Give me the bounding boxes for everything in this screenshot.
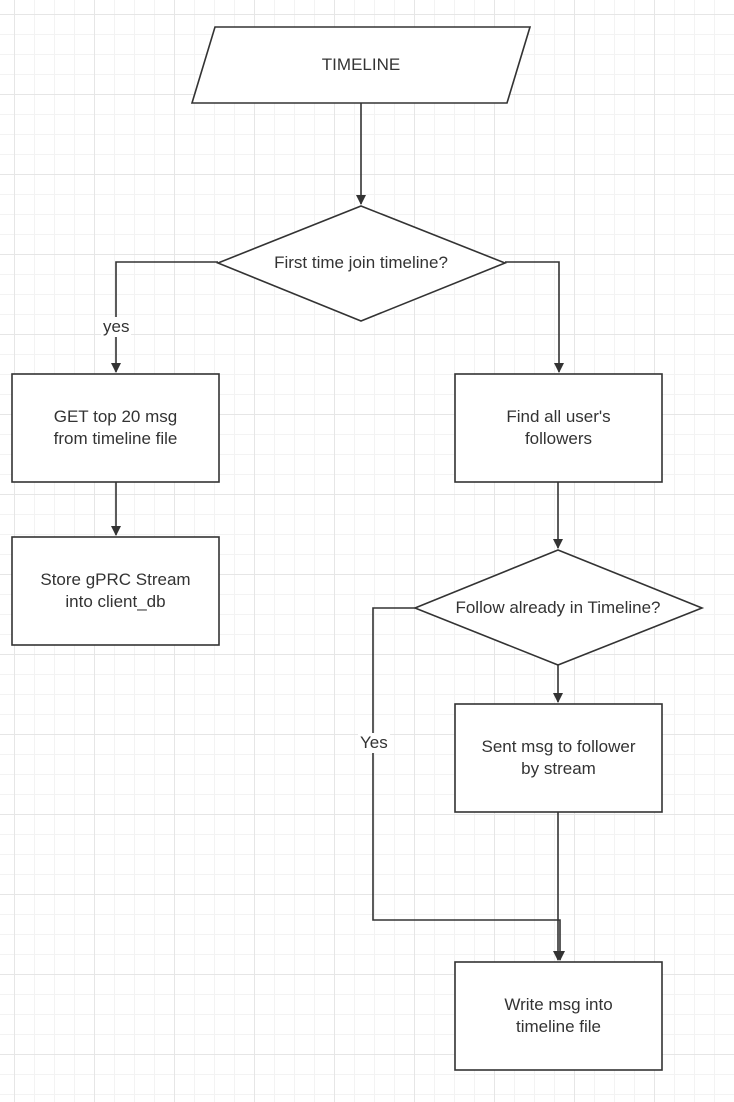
edge-decision-to-find-followers <box>505 261 564 373</box>
store-stream-box <box>11 536 220 646</box>
follow-decision-diamond <box>412 549 705 666</box>
send-msg-box <box>454 703 663 813</box>
first-time-decision-diamond <box>215 205 508 322</box>
get-top-msg-box <box>11 373 220 483</box>
edge-label-yes-lower: yes <box>101 317 132 337</box>
edge-follow-decision-yes-to-write-msg <box>372 607 565 961</box>
edge-label-yes-upper: Yes <box>358 733 390 753</box>
timeline-parallelogram <box>190 26 532 104</box>
find-followers-box <box>454 373 663 483</box>
write-msg-box <box>454 961 663 1071</box>
